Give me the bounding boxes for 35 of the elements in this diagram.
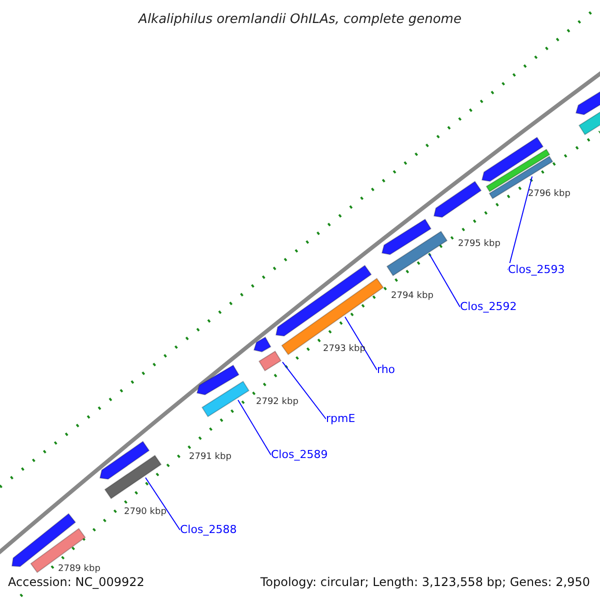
- gene-feature-block: [196, 364, 240, 396]
- kbp-label: 2796 kbp: [528, 189, 570, 200]
- kbp-label: 2791 kbp: [189, 452, 232, 463]
- gene-bar: [201, 380, 250, 418]
- kbp-label: 2790 kbp: [124, 507, 166, 518]
- gene-feature-block: [381, 218, 432, 256]
- gene-feature-block: [253, 336, 272, 352]
- genome-info-text: Topology: circular; Length: 3,123,558 bp; Genes: 2,950: [258, 574, 592, 590]
- gene-label: Clos_2592: [460, 300, 517, 314]
- gene-bar: [258, 350, 282, 372]
- leader-line: [282, 362, 326, 420]
- gene-label: rpmE: [326, 412, 356, 426]
- kbp-label: 2792 kbp: [256, 397, 298, 408]
- gene-feature-block: [433, 180, 482, 218]
- gene-label: Clos_2593: [508, 263, 565, 277]
- gene-label: Clos_2588: [180, 523, 237, 537]
- kbp-label: 2795 kbp: [458, 239, 500, 250]
- leader-line: [145, 477, 180, 530]
- title: Alkaliphilus oremlandii OhILAs, complete genome: [137, 11, 462, 29]
- gene-feature-block: [275, 264, 372, 337]
- kbp-label: 2794 kbp: [391, 291, 434, 302]
- gene-bar: [30, 528, 86, 574]
- gene-bar: [386, 230, 448, 276]
- kbp-label: 2793 kbp: [323, 344, 366, 355]
- gene-bar: [281, 278, 384, 356]
- gene-bar: [104, 454, 162, 500]
- gene-feature-block: [481, 136, 544, 182]
- gene-feature-block: [99, 440, 150, 480]
- gene-bar: [488, 156, 554, 200]
- leader-line: [238, 400, 272, 456]
- leader-line: [429, 254, 460, 308]
- leader-line: [344, 316, 378, 370]
- accession-text: Accession: NC_009922: [6, 574, 146, 590]
- gene-label: Clos_2589: [271, 448, 328, 462]
- kbp-label: 2789 kbp: [58, 564, 100, 575]
